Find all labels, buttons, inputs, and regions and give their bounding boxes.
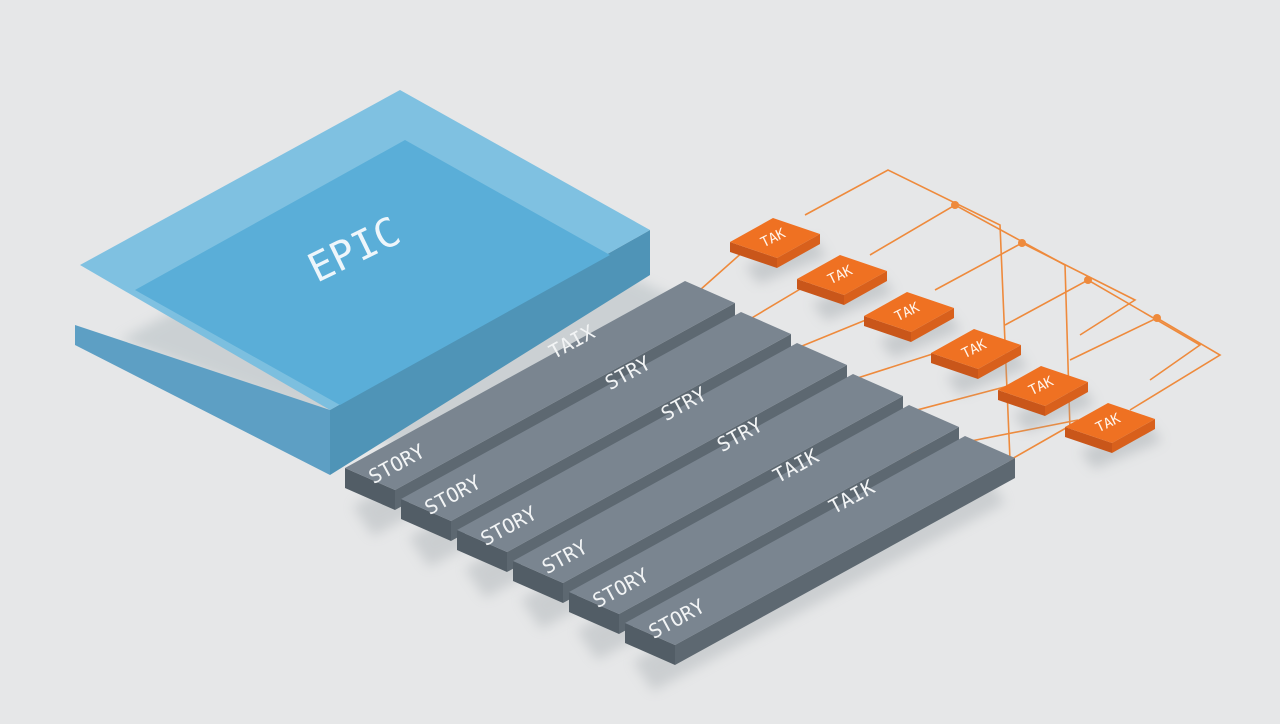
task-front-face: [730, 242, 777, 268]
story-side-face: [675, 458, 1015, 665]
task-side-face: [777, 234, 820, 268]
task-side-face: [844, 271, 887, 305]
story-top-face: [569, 405, 959, 614]
task-tile: TAK: [797, 255, 894, 321]
task-front-face: [998, 390, 1045, 416]
task-top-face: [1065, 403, 1155, 443]
task-tile: TAK: [730, 218, 827, 284]
task-top-face: [931, 329, 1021, 369]
connector-node: [1018, 239, 1026, 247]
task-top-face: [998, 366, 1088, 406]
connector-node: [1153, 314, 1161, 322]
story-front-face: [401, 499, 451, 541]
story-top-face: [345, 281, 735, 490]
epic-block: EPIC: [75, 90, 680, 475]
epic-right-face: [330, 230, 650, 475]
task-top-face: [730, 218, 820, 258]
task-front-face: [864, 316, 911, 342]
task-tile: TAK: [1065, 403, 1162, 469]
connector-node: [1084, 276, 1092, 284]
story-front-face: [457, 530, 507, 572]
story-top-face: [401, 312, 791, 521]
task-tile: TAK: [998, 366, 1095, 432]
task-side-face: [1045, 382, 1088, 416]
story-top-face: [457, 343, 847, 552]
task-top-face: [864, 292, 954, 332]
task-front-face: [797, 279, 844, 305]
story-front-face: [625, 623, 675, 665]
story-front-face: [513, 561, 563, 603]
epic-inner-panel: [135, 140, 610, 405]
task-tile: TAK: [931, 329, 1028, 395]
story-front-face: [569, 592, 619, 634]
story-top-face: [513, 374, 903, 583]
connector-line: [699, 169, 1081, 462]
story-top-face: [625, 436, 1015, 645]
task-side-face: [1112, 419, 1155, 453]
connector-node: [951, 201, 959, 209]
task-tile: TAK: [864, 292, 961, 358]
task-side-face: [911, 308, 954, 342]
task-side-face: [978, 345, 1021, 379]
epic-left-face: [75, 325, 330, 475]
task-top-face: [797, 255, 887, 295]
task-front-face: [931, 353, 978, 379]
story-front-face: [345, 468, 395, 510]
story-bars: STORYTAIXSTORYSTRYSTORYSTRYSTRYSTRYSTORY…: [345, 281, 1015, 691]
task-front-face: [1065, 427, 1112, 453]
